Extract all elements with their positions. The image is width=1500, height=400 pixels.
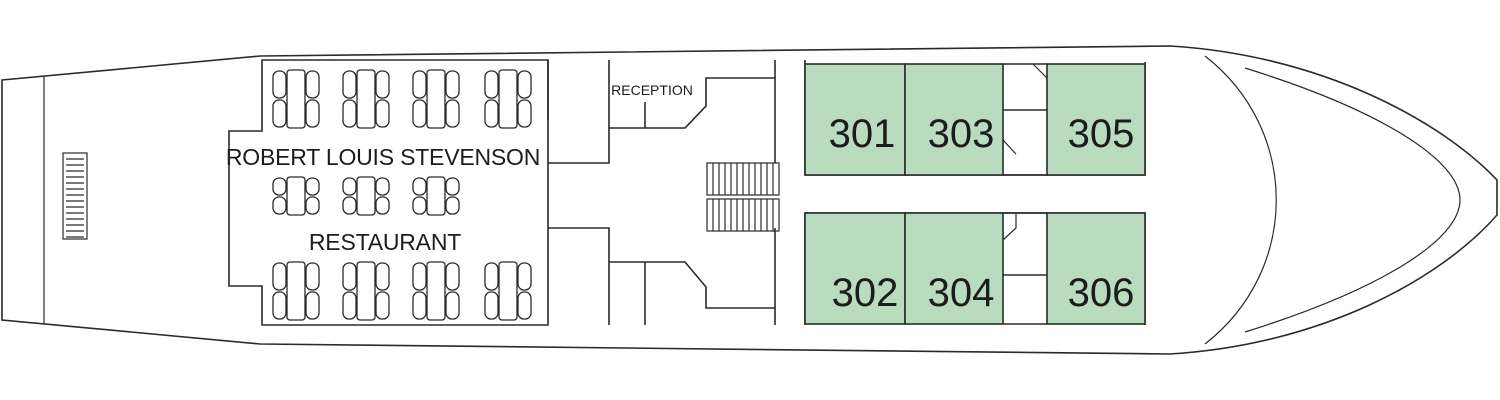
stairs-icon — [706, 162, 780, 232]
cabin-bathrooms — [1002, 63, 1048, 325]
restaurant-room — [228, 59, 549, 326]
cabin-label-305: 305 — [1068, 112, 1135, 156]
cabin-306[interactable] — [1046, 212, 1146, 325]
dining-table-icon — [484, 261, 532, 321]
dining-table-icon — [272, 176, 320, 216]
dining-table-icon — [342, 69, 390, 129]
hull-outline — [1, 45, 1498, 355]
dining-table-icon — [412, 69, 460, 129]
dining-table-icon — [272, 261, 320, 321]
dining-table-icon — [412, 176, 460, 216]
restaurant-name-line1: ROBERT LOUIS STEVENSON — [226, 144, 540, 170]
cabin-label-304: 304 — [928, 271, 995, 315]
vent-grate-icon — [62, 152, 88, 240]
cabin-305[interactable] — [1046, 63, 1146, 176]
cabin-label-303: 303 — [928, 112, 995, 156]
lobby-walls — [547, 60, 776, 325]
dining-table-icon — [342, 176, 390, 216]
cabin-label-306: 306 — [1068, 271, 1135, 315]
cabin-label-302: 302 — [832, 271, 899, 315]
cabin-304[interactable] — [904, 212, 1004, 325]
restaurant-name-line2: RESTAURANT — [309, 229, 461, 255]
bow-outer-curve — [1244, 67, 1461, 333]
dining-table-icon — [342, 261, 390, 321]
bow-inner-curve — [1204, 55, 1277, 345]
reception-label: RECEPTION — [611, 82, 693, 98]
cabin-301[interactable] — [804, 63, 906, 176]
dining-table-icon — [484, 69, 532, 129]
cabin-label-301: 301 — [829, 112, 896, 156]
restaurant-tables — [272, 69, 532, 321]
dining-table-icon — [412, 261, 460, 321]
cabin-303[interactable] — [904, 63, 1004, 176]
dining-table-icon — [272, 69, 320, 129]
